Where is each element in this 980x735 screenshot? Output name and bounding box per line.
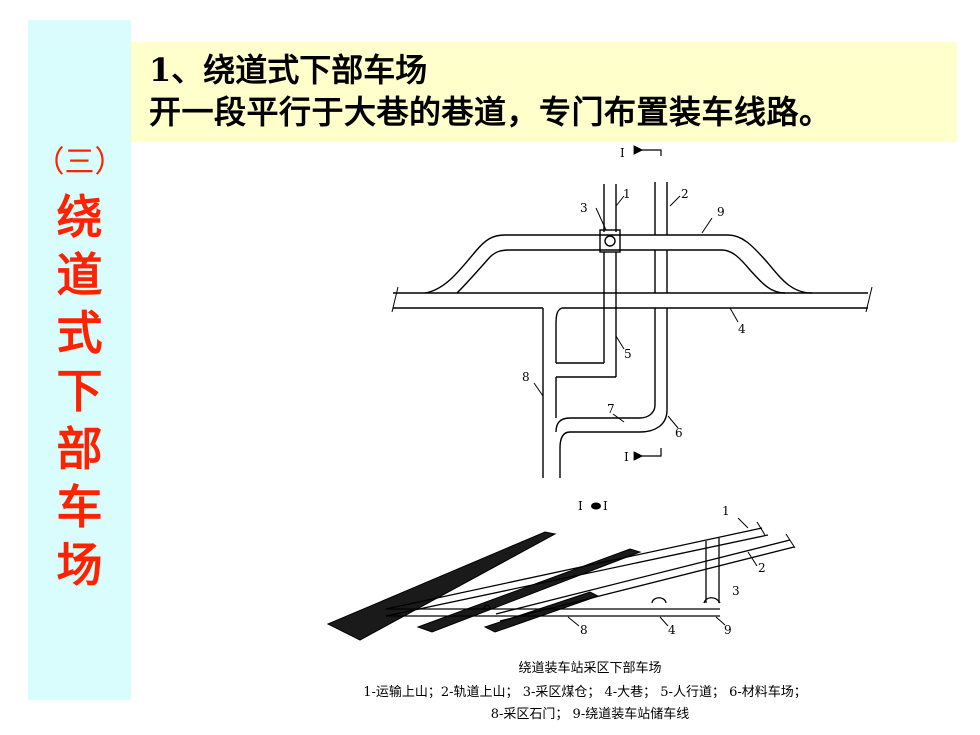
section-marker-top <box>633 145 662 156</box>
sidebar-title-char: 场 <box>56 538 103 592</box>
coal-seam-middle <box>416 548 642 633</box>
section-label-bottom: I <box>624 450 629 464</box>
leader-lines <box>533 195 739 429</box>
section-leaders <box>567 517 758 627</box>
sidebar-title: 绕 道 式 下 部 车 场 <box>28 188 131 594</box>
coal-bunker-3 <box>599 229 621 253</box>
header-box: 1、绕道式下部车场 开一段平行于大巷的巷道，专门布置装车线路。 <box>131 42 957 142</box>
main-roadway-4 <box>391 286 873 313</box>
section-roadway <box>386 538 721 617</box>
section-label-2: 2 <box>758 561 766 575</box>
section-label-1: 1 <box>722 504 730 518</box>
label-6: 6 <box>675 426 683 440</box>
section-view: I I 1 2 3 4 8 9 <box>326 499 796 641</box>
label-7: 7 <box>607 402 615 416</box>
sidebar-title-char: 下 <box>56 364 103 418</box>
section-label-4: 4 <box>668 623 676 637</box>
plan-view <box>391 145 873 478</box>
sidebar-title-char: 部 <box>56 422 103 476</box>
section-title-left: I <box>578 499 583 513</box>
label-5: 5 <box>624 347 632 361</box>
label-9: 9 <box>717 205 725 219</box>
legend-line-2: 8-采区石门； 9-绕道装车站储车线 <box>490 707 690 722</box>
haulage-uphill-1 <box>603 184 617 377</box>
sidebar-subtitle: （三） <box>34 145 125 180</box>
bypass-loop-9 <box>424 234 813 294</box>
label-4: 4 <box>738 322 746 336</box>
sidebar-title-char: 车 <box>56 480 103 534</box>
coal-seam-large <box>326 531 557 641</box>
label-1: 1 <box>623 187 631 201</box>
section-title-right: I <box>603 499 608 513</box>
track-uphill-2 <box>555 182 668 449</box>
section-label-8: 8 <box>580 623 588 637</box>
label-3: 3 <box>580 201 588 215</box>
section-title-dot <box>591 502 601 510</box>
figure-caption-title: 绕道装车站采区下部车场 <box>518 661 662 676</box>
section-marker-bottom <box>633 448 662 461</box>
section-title-marker: I I <box>578 499 608 513</box>
sidebar-title-char: 绕 <box>56 190 103 244</box>
legend-line-1: 1-运输上山；2-轨道上山； 3-采区煤仓； 4-大巷； 5-人行道； 6-材料… <box>363 685 807 700</box>
plan-labels: I I 1 2 3 4 5 6 7 8 9 <box>522 146 746 464</box>
sidebar-panel: （三） 绕 道 式 下 部 车 场 <box>28 20 131 700</box>
section-labels: 1 2 3 4 8 9 <box>580 504 766 637</box>
sidebar-title-char: 式 <box>56 306 103 360</box>
sidebar-title-char: 道 <box>56 248 103 302</box>
crosscut-8 <box>542 307 563 478</box>
heading-line-1: 1、绕道式下部车场 <box>149 51 428 89</box>
section-label-9: 9 <box>724 623 732 637</box>
heading-line-2: 开一段平行于大巷的巷道，专门布置装车线路。 <box>149 93 832 131</box>
label-8: 8 <box>522 370 530 384</box>
section-label-top: I <box>620 146 625 160</box>
section-label-3: 3 <box>732 584 740 598</box>
label-2: 2 <box>681 187 689 201</box>
walkway-5 <box>556 362 616 378</box>
